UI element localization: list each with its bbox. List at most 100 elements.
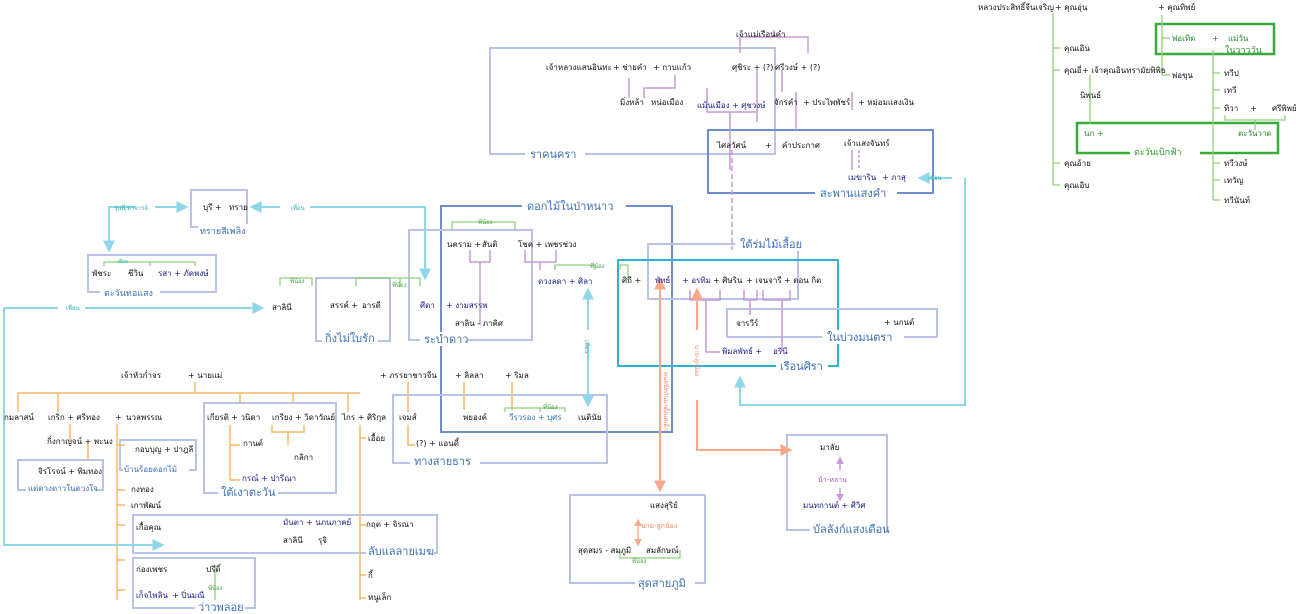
person-node[interactable]: จิรโรจน์ + พิมทอง [38,466,102,476]
person-node[interactable]: มิ่งหล้า [620,96,644,107]
person-node[interactable]: + อรทิม [682,276,711,285]
person-node[interactable]: มนทกานต์ + ศีวิศ [803,500,865,510]
person-node[interactable]: นก + [1084,129,1104,138]
person-node[interactable]: ทวีป [1224,69,1239,78]
person-node[interactable]: ศิลา [578,277,592,286]
person-node[interactable]: + ช่ายคำ [613,63,647,72]
person-node[interactable]: พ่อขุน [1172,71,1194,80]
person-node[interactable]: แสงสุริย์ [650,500,678,510]
person-node[interactable]: พัชระ [92,269,111,278]
person-node[interactable]: พิมลพัทธ์ + [722,346,762,356]
person-node[interactable]: + เจนจารี [746,276,782,285]
person-node[interactable]: + เจ้าคุณอินทรามัยพิพิธ [1082,66,1166,75]
person-node[interactable]: ทราย [229,203,248,212]
person-node[interactable]: ศิถี + [622,276,641,285]
person-node[interactable]: เนตินัย [578,413,602,422]
person-node[interactable]: คำประกาศ [782,141,820,150]
person-node[interactable]: เกียรติ + วนิดา [207,413,260,422]
person-node[interactable]: สาลินี [283,536,303,545]
person-node[interactable]: เกริก + ศรีทอง [48,413,100,422]
person-node[interactable]: หลวงประสิทธิ์จีนเจริญ [978,1,1054,12]
person-node[interactable]: เก็จไพลิน [136,590,168,600]
person-node[interactable]: มันตา + นภนภาคย์ [283,517,351,527]
person-node[interactable]: รสา + ภัคพงษ์ [158,268,209,278]
person-node[interactable]: รุจิ [318,536,327,545]
person-node[interactable]: เอื้อย [368,432,385,443]
person-node[interactable]: พัทธ์ [655,275,671,285]
person-node[interactable]: คุณเอิบ [1064,181,1089,190]
person-node[interactable]: กานต์ [243,438,263,448]
person-node[interactable]: ไศลวัศน์ [716,140,747,150]
person-node[interactable]: ศุชิระ + (?) [732,63,773,72]
person-node[interactable]: แม้นเมือง [697,101,730,110]
person-node[interactable]: คุณเอิน [1064,44,1090,53]
person-node[interactable]: ปรีดิ์ [206,563,222,574]
person-node[interactable]: + ภรรยาชาวจีน [380,371,437,380]
person-node[interactable]: เจมส์ [399,412,417,422]
person-node[interactable]: ตะวันวาด [1238,129,1272,138]
person-node[interactable]: (?) + แอนดี้ [416,437,460,448]
person-node[interactable]: เจ้าแม่เรือนคำ [736,30,786,39]
person-node[interactable]: + หม่อมแสงเงิน [858,98,914,107]
person-node[interactable]: + งามสรรพ [446,301,488,310]
person-node[interactable]: กมลาสน์ [4,412,34,422]
person-node[interactable]: ทวีนันท์ [1224,195,1250,205]
person-node[interactable]: + ศุชวงษ์ [732,100,766,110]
person-node[interactable]: สมลักษณ์ [646,545,679,555]
person-node[interactable]: แม่วัน [1228,34,1249,43]
person-node[interactable]: + กาบแก้ว [653,63,691,72]
person-node[interactable]: ทวีวงษ์ [1224,158,1248,168]
person-node[interactable]: บุรี + [203,203,222,212]
person-node[interactable]: กี้ [368,569,374,580]
person-node[interactable]: กฤต + จิรณา [366,520,414,529]
person-node[interactable]: + นายแม่ [188,371,222,380]
person-node[interactable]: อรินี [773,347,788,356]
person-node[interactable]: กอบบุญ + ปาฎลี [135,445,193,454]
person-node[interactable]: กรณ์ + ปารีณา [242,473,296,483]
person-node[interactable]: + ปิ่นมณี [172,589,205,600]
person-node[interactable]: เจ้าหัวก่ำจร [121,369,162,380]
person-node[interactable]: อารดี [362,301,381,310]
person-node[interactable]: เจ้าแสงจันทร์ [844,138,890,148]
person-node[interactable]: จักรคำ [774,98,798,107]
person-node[interactable]: ศรีพิพย์ [1272,103,1296,113]
person-node[interactable]: จารวีร์ [736,318,759,328]
person-node[interactable]: ศรีวงษ์ + (?) [775,62,820,72]
person-node[interactable]: พ่อเทิด [1172,34,1195,43]
person-node[interactable]: นคราม + [447,240,481,249]
person-node[interactable]: + ภาสุ [882,173,906,182]
person-node[interactable]: ศีดา [420,301,435,310]
person-node[interactable]: + ลิลลา [455,371,483,380]
person-node[interactable]: วีรวรอง + บุศร [508,413,562,422]
person-node[interactable]: ก่องเพชร [136,565,168,574]
person-node[interactable]: เกื้อคุณ [136,521,162,532]
person-node[interactable]: ดวงลดา + [538,277,575,286]
person-node[interactable]: สุดสมร - สมภูมิ [578,546,631,556]
person-node[interactable]: พยองค์ [463,412,487,422]
person-node[interactable]: มาลัย [820,443,839,452]
person-node[interactable]: เกาพัฒน์ [131,500,162,510]
person-node[interactable]: + ศิษริน [713,276,743,285]
person-node[interactable]: ไกร + ศิริกุล [341,413,386,422]
person-node[interactable]: เกรียง + วิดาวัณย์ [272,412,335,422]
person-node[interactable]: ทิวา [1224,104,1238,113]
person-node[interactable]: ชีวิน [128,269,144,278]
person-node[interactable]: + ประไพพัชร์ [803,97,851,107]
person-node[interactable]: + ดอน กิด [784,276,821,285]
person-node[interactable]: + คุณอุ่น [1055,3,1088,12]
person-node[interactable]: สันติ [482,240,498,249]
person-node[interactable]: คุณอี่ [1064,64,1082,75]
person-node[interactable]: สาลิน - ภาคิศ [455,319,503,328]
person-node[interactable]: สรรค์ + [330,300,358,310]
person-node[interactable]: กงทอง [131,485,154,494]
person-node[interactable]: + นกนต์ [884,317,914,327]
person-node[interactable]: เทวี [1224,86,1237,95]
person-node[interactable]: กลิกา [294,453,313,462]
person-node[interactable]: กิ่งกาญจน์ + พะนง [47,435,113,446]
person-node[interactable]: นิพนธ์ [1080,90,1101,100]
person-node[interactable]: เทวัญ [1224,176,1244,185]
person-node[interactable]: นวลพรรณ [126,413,163,422]
person-node[interactable]: เจ้าหลวงแสนอินทะ [546,63,612,72]
person-node[interactable]: + คุณทิพย์ [1158,2,1195,12]
person-node[interactable]: + ริมล [505,371,529,380]
